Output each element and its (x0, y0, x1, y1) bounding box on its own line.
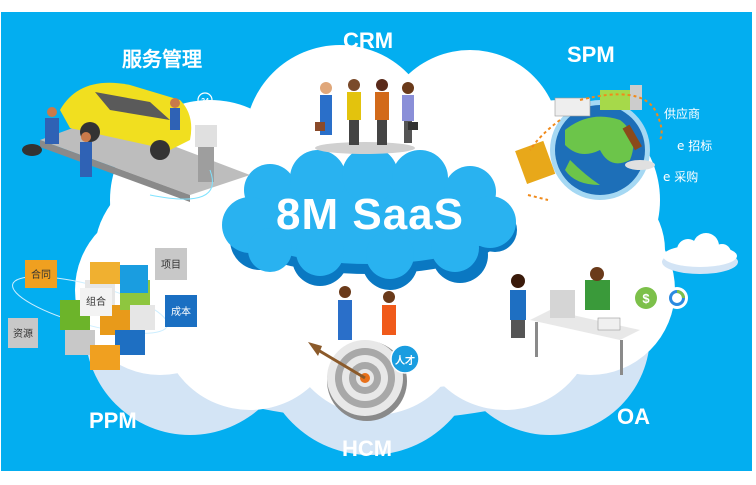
cube-contract (25, 260, 57, 288)
oa-label: OA (617, 404, 650, 429)
svg-text:成本: 成本 (171, 305, 191, 318)
ppm-label: PPM (89, 408, 137, 433)
crm-label: CRM (343, 28, 394, 53)
ppm-cubes-illustration (8, 248, 197, 370)
spm-e-procurement-label: e 采购 (663, 170, 699, 184)
spm-globe-illustration (515, 85, 663, 201)
progress-ring-icon (666, 287, 688, 309)
cube-cost (165, 295, 197, 327)
svg-text:组合: 组合 (86, 295, 106, 308)
svg-text:项目: 项目 (161, 259, 181, 271)
24h-service-icon: 24 (197, 92, 213, 108)
svg-text:合同: 合同 (31, 268, 51, 281)
spm-label: SPM (567, 42, 615, 67)
cube-resource (8, 318, 38, 348)
central-title: 8M SaaS (276, 190, 464, 239)
svg-text:资源: 资源 (13, 327, 33, 340)
small-cloud (662, 233, 738, 274)
hcm-target-illustration (308, 286, 407, 421)
svg-text:$: $ (642, 291, 650, 306)
svg-text:24: 24 (201, 98, 209, 105)
service-management-label: 服务管理 (122, 47, 202, 71)
spm-supplier-label: 供应商 (664, 107, 701, 121)
spm-warehouse-label: 仓库 (518, 88, 543, 102)
cube-portfolio (80, 288, 112, 316)
car-service-illustration (22, 82, 250, 202)
cube-project (155, 248, 187, 280)
hcm-label: HCM (342, 436, 393, 461)
talent-badge: 人才 (390, 344, 420, 374)
svg-text:人才: 人才 (395, 354, 415, 367)
oa-office-illustration (510, 267, 640, 375)
spm-e-bidding-label: e 招标 (677, 139, 713, 153)
dollar-icon: $ (635, 287, 657, 309)
crm-people-illustration (315, 79, 418, 154)
central-cloud (222, 147, 517, 290)
